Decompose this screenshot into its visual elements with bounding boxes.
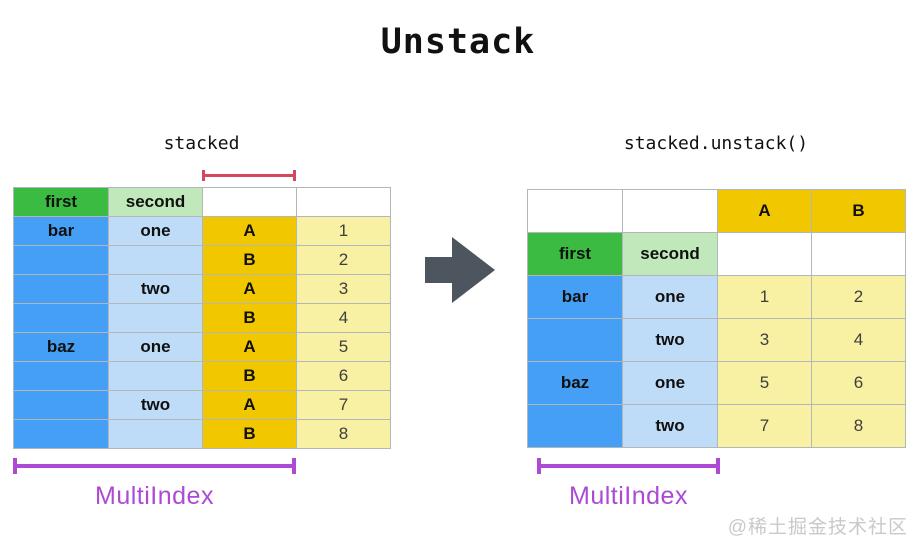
- table-row: first second: [13, 187, 391, 217]
- table-cell: 1: [296, 216, 391, 246]
- table-cell: B: [202, 245, 297, 275]
- table-cell: 8: [811, 404, 906, 448]
- table-cell: one: [622, 361, 718, 405]
- table-cell: [13, 390, 109, 420]
- table-cell: 6: [811, 361, 906, 405]
- table-cell: two: [108, 274, 203, 304]
- table-cell: one: [108, 216, 203, 246]
- table-cell: 8: [296, 419, 391, 449]
- table-cell: [717, 232, 812, 276]
- table-cell: bar: [13, 216, 109, 246]
- table-cell: B: [202, 419, 297, 449]
- table-cell: [108, 245, 203, 275]
- table-cell: 7: [296, 390, 391, 420]
- table-row: baz one A 5: [13, 332, 391, 362]
- table-row: first second: [527, 232, 906, 276]
- table-row: two 7 8: [527, 404, 906, 448]
- table-cell: A: [717, 189, 812, 233]
- table-cell: 3: [296, 274, 391, 304]
- table-row: two A 7: [13, 390, 391, 420]
- table-row: A B: [527, 189, 906, 233]
- table-cell: [622, 189, 718, 233]
- table-cell: [527, 404, 623, 448]
- table-row: B 4: [13, 303, 391, 333]
- table-cell: 2: [296, 245, 391, 275]
- table-cell: 3: [717, 318, 812, 362]
- table-cell: 6: [296, 361, 391, 391]
- right-arrow-icon: [425, 237, 495, 303]
- table-cell: first: [13, 187, 109, 217]
- table-cell: A: [202, 332, 297, 362]
- table-cell: baz: [13, 332, 109, 362]
- stacked-table: first second bar one A 1 B 2 two A 3 B: [13, 187, 391, 449]
- table-cell: B: [811, 189, 906, 233]
- table-cell: one: [622, 275, 718, 319]
- table-cell: B: [202, 361, 297, 391]
- table-cell: A: [202, 390, 297, 420]
- table-cell: [13, 419, 109, 449]
- table-cell: bar: [527, 275, 623, 319]
- table-cell: [13, 274, 109, 304]
- table-cell: 5: [296, 332, 391, 362]
- table-cell: [811, 232, 906, 276]
- table-row: B 6: [13, 361, 391, 391]
- table-cell: baz: [527, 361, 623, 405]
- multiindex-bracket-left: [13, 458, 296, 474]
- table-row: bar one 1 2: [527, 275, 906, 319]
- multiindex-bracket-right: [537, 458, 720, 474]
- table-cell: one: [108, 332, 203, 362]
- multiindex-label-left: MultiIndex: [95, 482, 214, 510]
- column-span-bracket: [202, 170, 296, 181]
- table-cell: [527, 189, 623, 233]
- stacked-label: stacked: [163, 133, 240, 154]
- table-cell: two: [622, 404, 718, 448]
- table-cell: 2: [811, 275, 906, 319]
- table-cell: B: [202, 303, 297, 333]
- table-cell: [527, 318, 623, 362]
- table-cell: [202, 187, 297, 217]
- table-cell: second: [108, 187, 203, 217]
- table-row: bar one A 1: [13, 216, 391, 246]
- table-row: two 3 4: [527, 318, 906, 362]
- table-cell: [108, 361, 203, 391]
- table-row: B 8: [13, 419, 391, 449]
- unstacked-label: stacked.unstack(): [623, 133, 809, 154]
- table-cell: [13, 303, 109, 333]
- table-cell: second: [622, 232, 718, 276]
- table-cell: 7: [717, 404, 812, 448]
- table-cell: 4: [296, 303, 391, 333]
- table-cell: first: [527, 232, 623, 276]
- table-cell: 4: [811, 318, 906, 362]
- table-cell: 1: [717, 275, 812, 319]
- watermark: @稀土掘金技术社区: [727, 517, 908, 538]
- multiindex-label-right: MultiIndex: [569, 482, 688, 510]
- table-row: B 2: [13, 245, 391, 275]
- table-row: two A 3: [13, 274, 391, 304]
- table-cell: [13, 245, 109, 275]
- table-cell: A: [202, 274, 297, 304]
- page-title: Unstack: [380, 22, 536, 62]
- table-cell: A: [202, 216, 297, 246]
- table-cell: [13, 361, 109, 391]
- table-cell: 5: [717, 361, 812, 405]
- table-cell: [296, 187, 391, 217]
- table-cell: two: [108, 390, 203, 420]
- table-cell: [108, 419, 203, 449]
- table-cell: [108, 303, 203, 333]
- unstacked-table: A B first second bar one 1 2 two 3 4 baz…: [527, 189, 906, 448]
- table-cell: two: [622, 318, 718, 362]
- table-row: baz one 5 6: [527, 361, 906, 405]
